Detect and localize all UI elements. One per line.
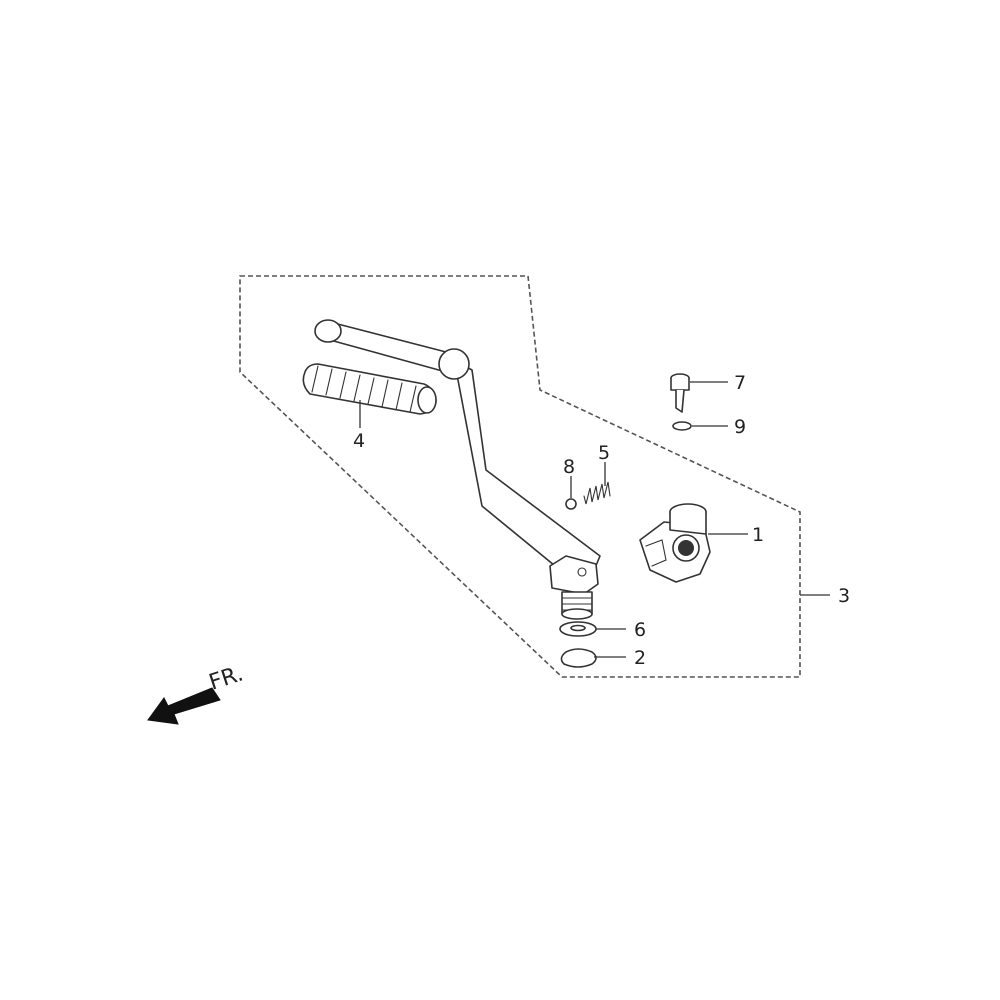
small-washer: [672, 421, 692, 431]
callout-2: 2: [634, 647, 646, 669]
bolt: [670, 373, 690, 413]
thrust-washer: [559, 621, 597, 637]
pedal-rubber-grip: [302, 363, 437, 415]
callout-1: 1: [752, 524, 764, 546]
detent-ball: [565, 498, 577, 510]
kick-start-lever: [314, 319, 601, 620]
detent-spring: [583, 481, 611, 505]
callout-6: 6: [634, 619, 646, 641]
front-direction-indicator: FR.: [147, 661, 246, 725]
circlip: [560, 648, 597, 668]
callout-3: 3: [838, 585, 850, 607]
lever-boss: [639, 503, 711, 583]
callout-4: 4: [353, 430, 365, 452]
front-label: FR.: [206, 661, 246, 695]
callout-8: 8: [563, 456, 575, 478]
callout-7: 7: [734, 372, 746, 394]
front-arrow-icon: [147, 687, 221, 725]
callout-5: 5: [598, 442, 610, 464]
callout-9: 9: [734, 416, 746, 438]
